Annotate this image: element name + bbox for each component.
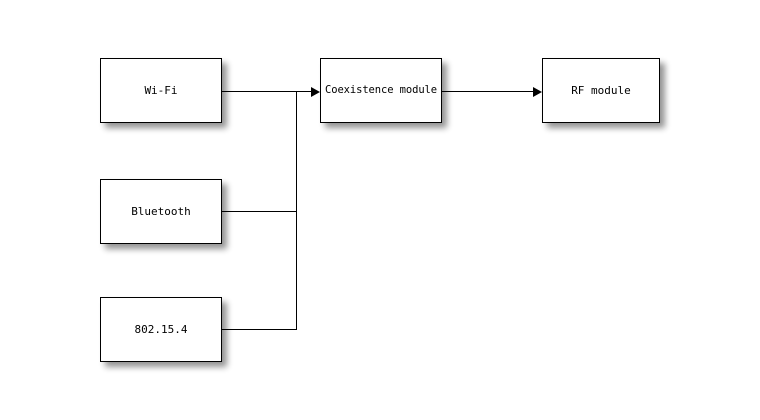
node-coexistence-module-label: Coexistence module: [325, 84, 437, 97]
node-bluetooth-label: Bluetooth: [131, 205, 191, 218]
edge-vertical-bus: [296, 91, 297, 329]
node-rf-module[interactable]: RF module: [542, 58, 660, 123]
node-wifi[interactable]: Wi-Fi: [100, 58, 222, 123]
edge-bluetooth-to-bus: [222, 211, 297, 212]
edge-ieee802154-to-bus: [222, 329, 297, 330]
edge-coexistence-to-rf: [442, 91, 534, 92]
node-bluetooth[interactable]: Bluetooth: [100, 179, 222, 244]
node-rf-module-label: RF module: [571, 84, 631, 97]
node-ieee802154[interactable]: 802.15.4: [100, 297, 222, 362]
edge-wifi-to-coexistence: [222, 91, 312, 92]
node-coexistence-module[interactable]: Coexistence module: [320, 58, 442, 123]
node-wifi-label: Wi-Fi: [144, 84, 178, 97]
arrowhead-into-coexistence: [311, 86, 320, 97]
arrowhead-into-rf: [533, 86, 542, 97]
node-ieee802154-label: 802.15.4: [134, 323, 188, 336]
